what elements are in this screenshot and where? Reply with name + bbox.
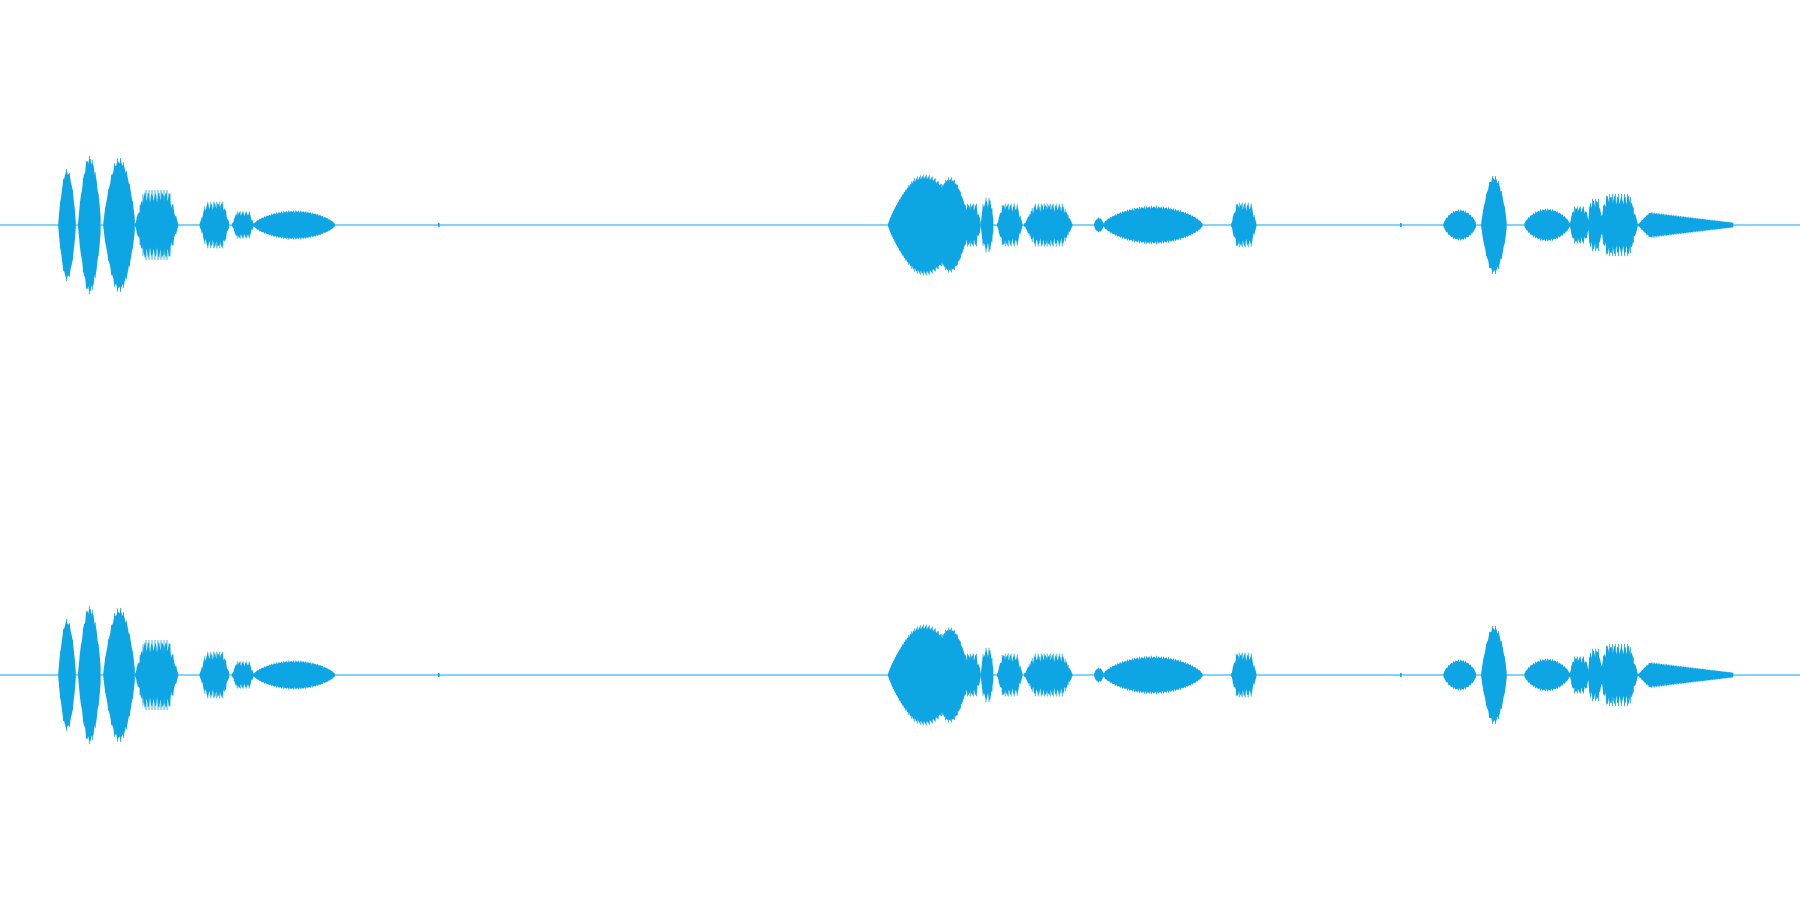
channel-2-segment-5: [199, 652, 230, 698]
channel-2-waveform: [58, 605, 1734, 745]
channel-1-segment-5: [199, 202, 230, 248]
channel-2-segment-16: [1103, 655, 1203, 695]
channel-1-segment-13: [996, 204, 1023, 246]
channel-2-segment-7: [253, 659, 336, 691]
channel-2-segment-6: [231, 661, 254, 689]
channel-2-segment-25: [1637, 661, 1734, 689]
channel-2-segment-1: [58, 620, 76, 730]
channel-1-segment-1: [58, 170, 76, 280]
channel-1-segment-14: [1023, 204, 1073, 246]
channel-1-segment-7: [253, 209, 336, 241]
channel-2-segment-8: [438, 672, 440, 678]
channel-1-segment-18: [1400, 223, 1402, 227]
channel-2-segment-13: [996, 654, 1023, 696]
channel-2-segment-20: [1481, 627, 1507, 723]
channel-1-segment-16: [1103, 205, 1203, 245]
channel-2-segment-24: [1598, 646, 1638, 704]
channel-2-segment-22: [1569, 656, 1589, 694]
channel-1-segment-21: [1524, 208, 1570, 242]
channel-2-segment-14: [1023, 654, 1073, 696]
channel-1-segment-24: [1598, 196, 1638, 254]
channel-1-segment-8: [438, 222, 440, 228]
channel-1-segment-25: [1637, 211, 1734, 239]
channel-1-segment-12: [980, 199, 994, 251]
channel-2-segment-12: [980, 649, 994, 701]
channel-2-segment-19: [1443, 659, 1476, 691]
channel-2-segment-15: [1094, 667, 1104, 683]
channel-1-segment-19: [1443, 209, 1476, 241]
channel-2-segment-17: [1230, 653, 1257, 697]
channel-1-track: [0, 155, 1800, 295]
channel-2-segment-21: [1524, 658, 1570, 692]
channel-1-segment-4: [134, 192, 179, 258]
channel-1-waveform: [58, 155, 1734, 295]
channel-2-track: [0, 605, 1800, 745]
channel-1-segment-6: [231, 211, 254, 239]
channel-1-segment-17: [1230, 203, 1257, 247]
channel-1-segment-15: [1094, 217, 1104, 233]
channel-2-segment-4: [134, 642, 179, 708]
channel-2-segment-18: [1400, 673, 1402, 677]
channel-1-segment-22: [1569, 206, 1589, 244]
channel-1-segment-20: [1481, 177, 1507, 273]
